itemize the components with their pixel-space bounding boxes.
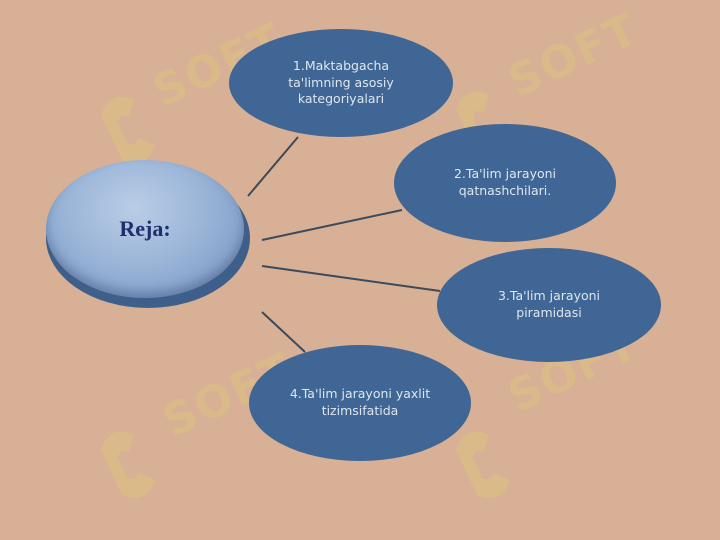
center-node: Reja: (46, 160, 244, 298)
topic-label-1: 1.Maktabgacha ta'limning asosiy kategori… (288, 57, 394, 107)
topic-node-3: 3.Ta'lim jarayoni piramidasi (437, 248, 661, 362)
topic-label-4: 4.Ta'lim jarayoni yaxlit tizimsifatida (289, 386, 431, 418)
topic-node-4: 4.Ta'lim jarayoni yaxlit tizimsifatida (249, 345, 471, 461)
watermark-logo-icon (456, 431, 510, 499)
watermark-logo-icon (101, 431, 155, 499)
connector-3 (261, 265, 441, 292)
topic-label-2: 2.Ta'lim jarayoni qatnashchilari. (453, 166, 557, 198)
watermark-logo-icon (101, 96, 155, 164)
center-title: Reja: (119, 216, 171, 241)
connector-4 (261, 311, 306, 353)
topic-node-2: 2.Ta'lim jarayoni qatnashchilari. (394, 124, 616, 242)
topic-label-3: 3.Ta'lim jarayoni piramidasi (497, 288, 601, 320)
connector-2 (261, 209, 403, 241)
topic-node-1: 1.Maktabgacha ta'limning asosiy kategori… (229, 29, 453, 137)
connector-1 (247, 136, 299, 197)
